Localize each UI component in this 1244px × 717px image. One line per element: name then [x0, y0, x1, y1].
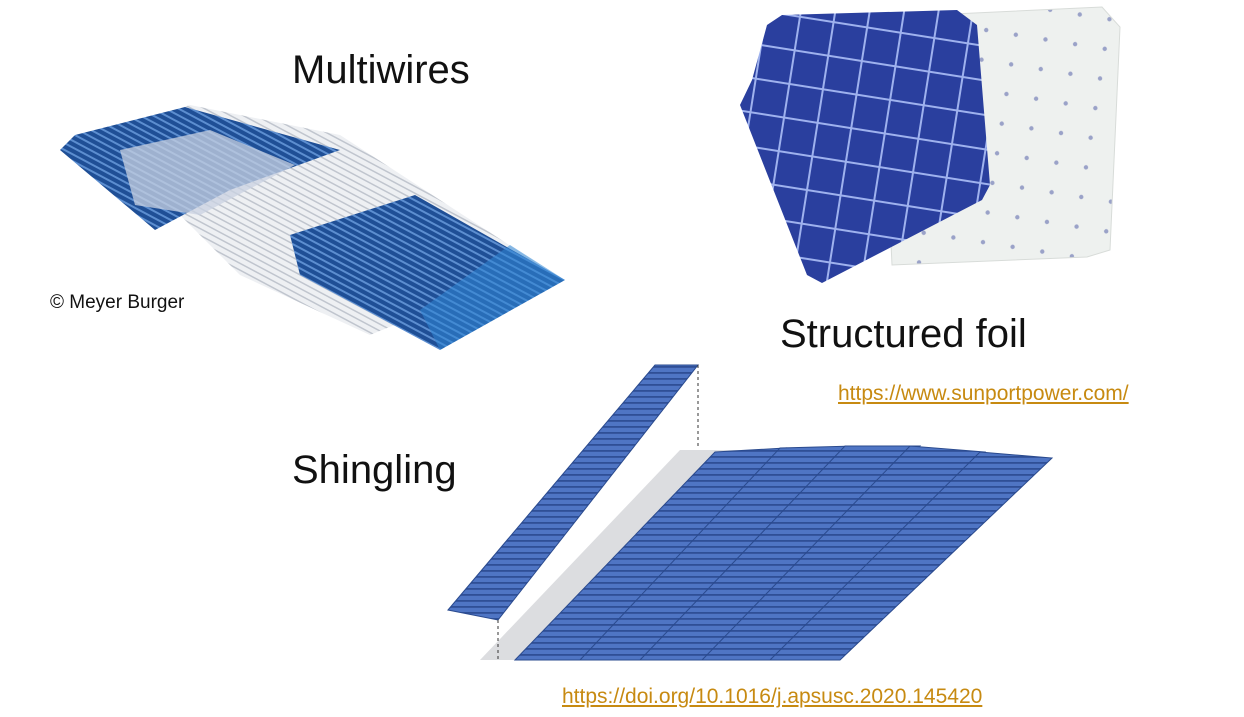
shingle-strip [638, 445, 922, 661]
shingled-cells-illustration [447, 364, 1054, 661]
multiwires-heading: Multiwires [292, 48, 470, 92]
shingle-strip [768, 451, 1054, 661]
structured-foil-heading: Structured foil [780, 312, 1027, 356]
sunportpower-link[interactable]: https://www.sunportpower.com/ [838, 382, 1129, 405]
shingling-heading: Shingling [292, 448, 457, 492]
multiwire-cells-illustration [60, 105, 565, 350]
structured-foil-illustration [740, 6, 1121, 283]
translucent-overlay [120, 130, 295, 215]
back-contact-cell [740, 10, 990, 283]
doi-link[interactable]: https://doi.org/10.1016/j.apsusc.2020.14… [562, 685, 983, 708]
meyer-burger-credit: © Meyer Burger [50, 292, 185, 313]
right-cell-highlight [420, 245, 565, 350]
